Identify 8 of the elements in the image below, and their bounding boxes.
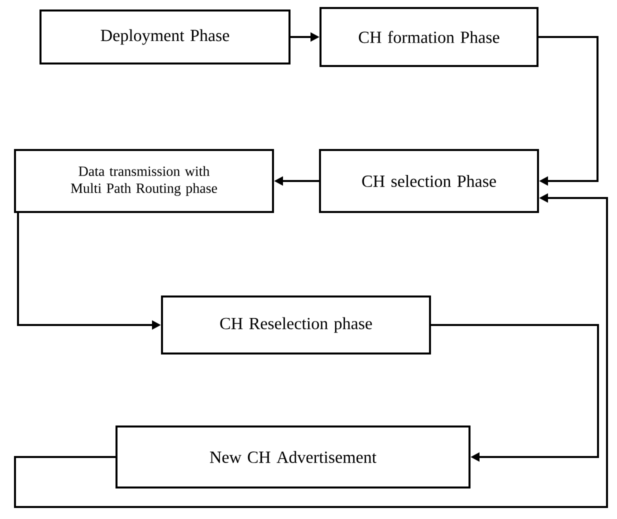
- arrow: [431, 324, 599, 462]
- phase-box: New CH Advertisement: [116, 426, 470, 488]
- phase-box: Deployment Phase: [40, 10, 290, 64]
- phase-box: CH Reselection phase: [161, 296, 431, 354]
- phase-box: CH formation Phase: [320, 7, 538, 67]
- phase-box: CH selection Phase: [319, 149, 539, 213]
- arrow: [538, 36, 599, 186]
- phase-box: Data transmission with Multi Path Routing phase: [14, 149, 274, 213]
